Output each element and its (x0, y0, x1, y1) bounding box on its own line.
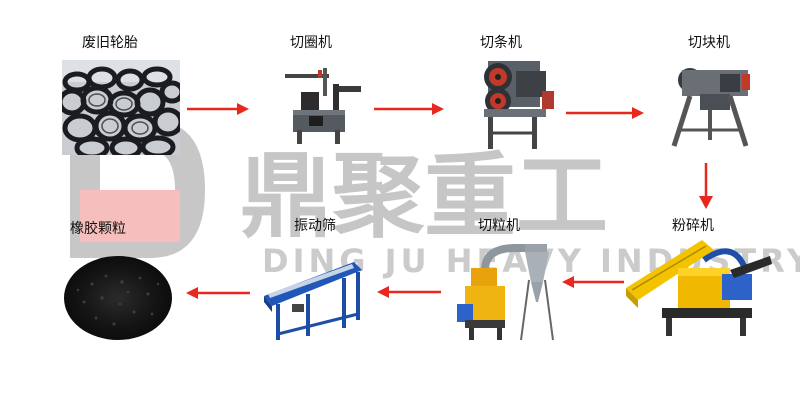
block-cutting-machine-icon (671, 68, 750, 147)
arrow-right-3-icon (566, 107, 644, 119)
arrow-right-1-icon (187, 103, 249, 115)
strip-cutting-machine-icon (484, 61, 554, 149)
stage-label-strip-cutter: 切条机 (480, 35, 522, 51)
arrow-left-3-icon (186, 287, 250, 299)
tire-pile-photo-icon (62, 60, 180, 155)
arrow-right-2-icon (374, 103, 444, 115)
stage-label-ring-cutter: 切圈机 (290, 35, 332, 51)
granulating-machine-icon (457, 244, 554, 341)
arrow-left-1-icon (562, 276, 624, 288)
stage-label-vibrating-screen: 振动筛 (294, 218, 336, 234)
stage-label-rubber-granules: 橡胶颗粒 (70, 221, 126, 237)
ring-cutting-machine-icon (285, 68, 361, 144)
stage-label-block-cutter: 切块机 (688, 35, 730, 51)
stage-label-waste-tires: 废旧轮胎 (82, 35, 138, 51)
stage-label-granulator: 切粒机 (478, 218, 520, 234)
crushing-machine-icon (626, 240, 772, 336)
stage-label-crusher: 粉碎机 (672, 218, 714, 234)
arrow-left-2-icon (377, 286, 441, 298)
rubber-granules-photo-icon (64, 256, 172, 340)
arrow-down-icon (699, 163, 713, 209)
vibrating-screen-machine-icon (264, 262, 362, 340)
